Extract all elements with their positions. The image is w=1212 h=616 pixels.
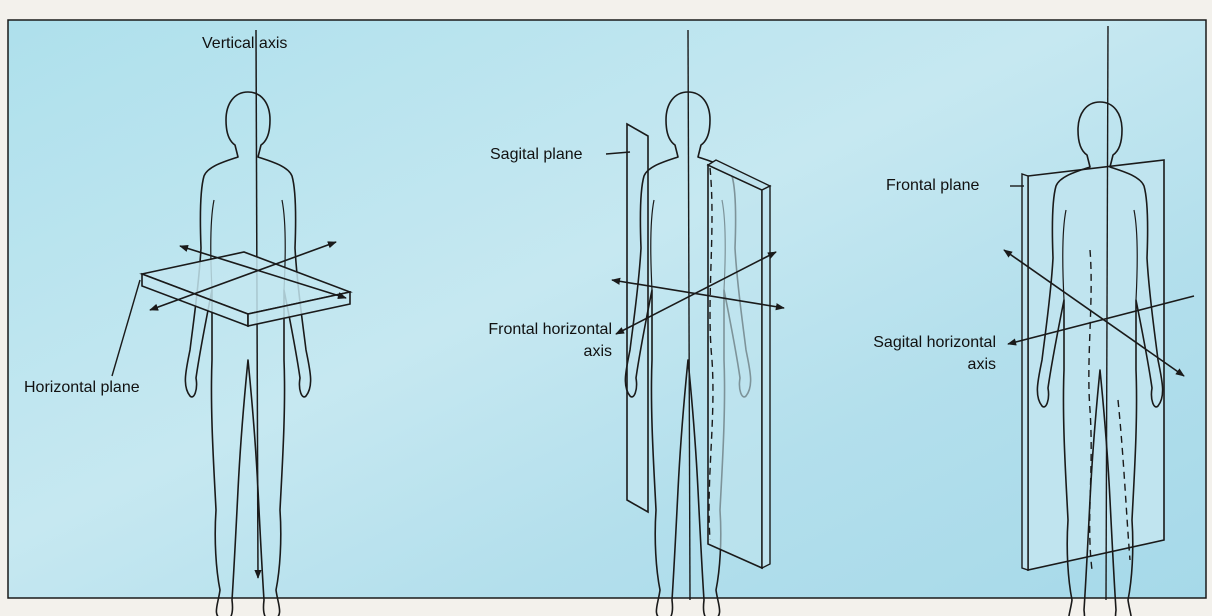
sagital-horizontal-axis-label-line1: Sagital horizontal <box>800 333 996 352</box>
sagital-plane-label: Sagital plane <box>490 145 583 164</box>
frontal-horizontal-axis-label-line2: axis <box>420 342 612 361</box>
frontal-horizontal-axis-label-line1: Frontal horizontal <box>420 320 612 339</box>
horizontal-plane-label: Horizontal plane <box>24 378 140 397</box>
frontal-plane-edge <box>1022 174 1028 570</box>
frontal-plane <box>1028 160 1164 570</box>
sagital-plane-back <box>627 124 648 512</box>
vertical-axis-label: Vertical axis <box>202 34 287 53</box>
sagital-plane-front <box>708 165 762 568</box>
sagital-plane-edge <box>762 186 770 568</box>
sagital-horizontal-axis-label-line2: axis <box>800 355 996 374</box>
frontal-plane-label: Frontal plane <box>886 176 979 195</box>
